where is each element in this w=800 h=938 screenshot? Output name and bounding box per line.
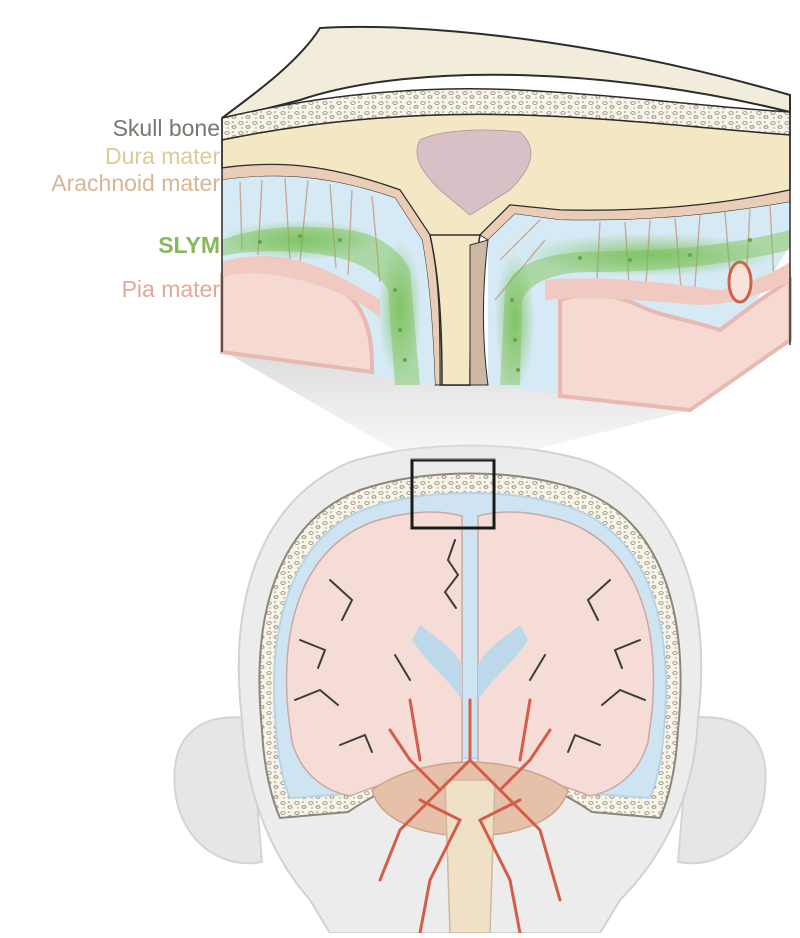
skull-bone-label: Skull bone — [112, 115, 220, 141]
arachnoid-mater-label: Arachnoid mater — [51, 170, 220, 196]
right-ear — [676, 716, 767, 865]
meninges-block — [220, 25, 792, 413]
pia-right-band — [545, 262, 790, 305]
left-ear — [173, 716, 264, 865]
block-outline — [221, 112, 791, 352]
zoom-beam — [225, 352, 690, 460]
sagittal-sinus — [416, 129, 532, 216]
blood-vessels — [378, 698, 562, 935]
pia-mater-label: Pia mater — [121, 276, 220, 302]
right-hemisphere — [477, 511, 655, 797]
slym-layer — [220, 220, 790, 390]
ventricles — [412, 625, 528, 700]
pia-left-band — [222, 256, 380, 318]
skull-top-surface — [221, 25, 791, 119]
brainstem — [444, 779, 496, 934]
dura-mater-label: Dura mater — [104, 143, 220, 169]
head-cross-section — [173, 444, 767, 935]
slym-label: SLYM — [158, 232, 220, 258]
left-hemisphere — [285, 511, 463, 797]
